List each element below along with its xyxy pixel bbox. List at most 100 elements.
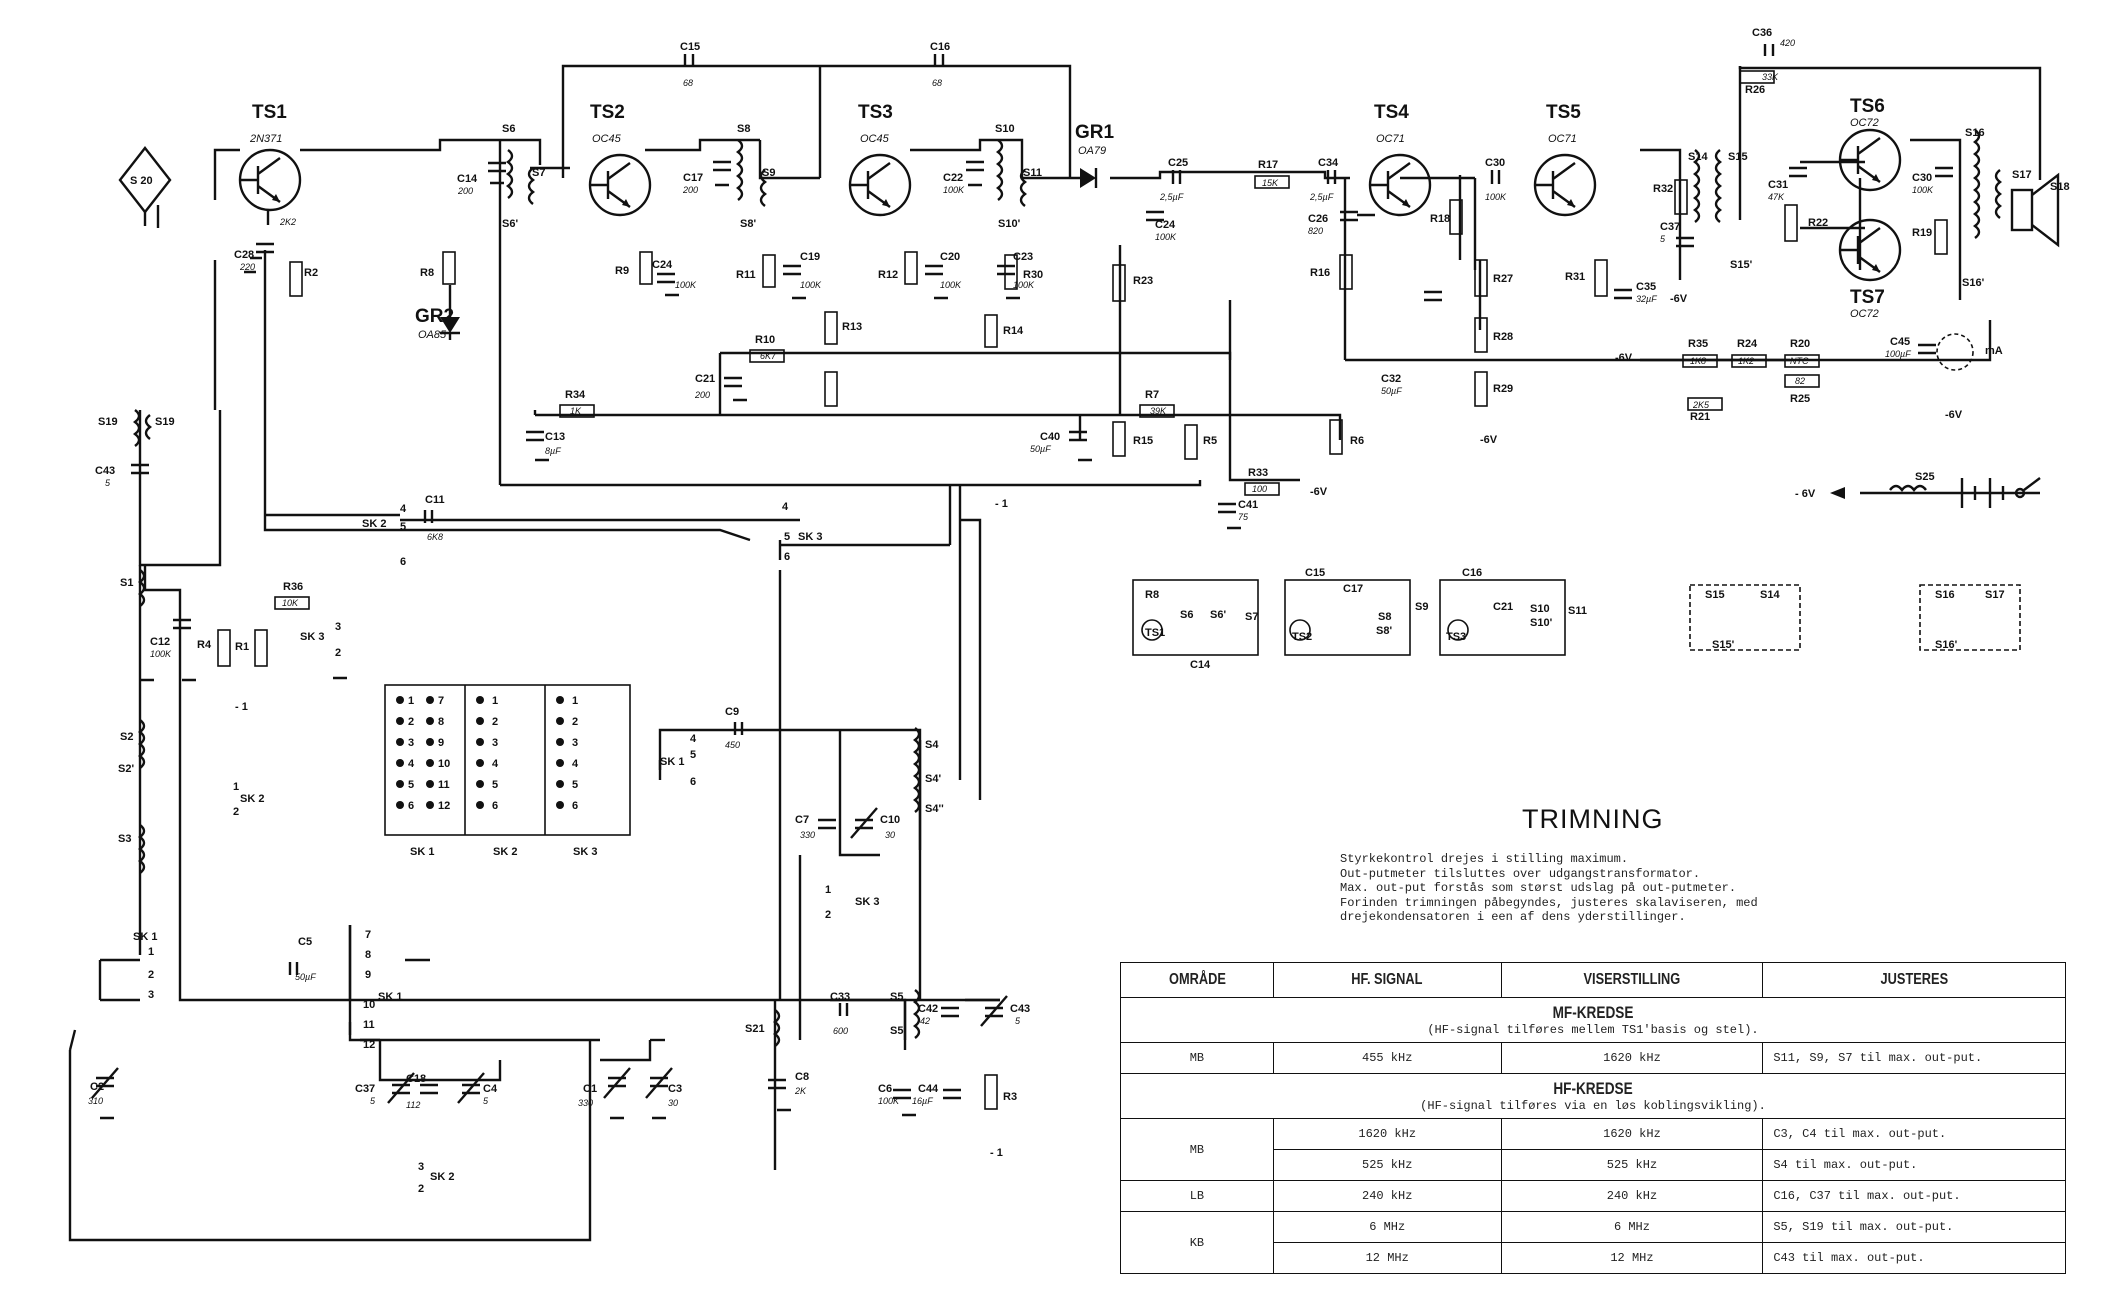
sk1-contact-number: 12 <box>438 800 450 812</box>
table-row: 12 MHz 12 MHz C43 til max. out-put. <box>1121 1242 2066 1274</box>
c40-value: 75 <box>1238 512 1249 522</box>
inset3-s10: S10 <box>1530 603 1550 615</box>
header-omraade: OMRÅDE <box>1135 962 1259 998</box>
sk1-contact-dot <box>426 780 434 788</box>
c27-label: C28 <box>234 249 254 261</box>
sk1-contact-dot <box>426 759 434 767</box>
cell-signal: 12 MHz <box>1272 1242 1502 1274</box>
meter-ma: mA <box>1936 333 2003 371</box>
sk3-contact-dot <box>556 738 564 746</box>
r6-label: R6 <box>1350 435 1364 447</box>
mf-section-title: MF-KREDSE <box>1552 1003 1634 1022</box>
sk2-contact-number: 6 <box>492 800 498 812</box>
inset3-s10p: S10' <box>1530 617 1553 629</box>
sk1-mid-pin-5: 5 <box>690 749 696 761</box>
c20-label: C20 <box>940 251 960 263</box>
c45-value: 100µF <box>1885 349 1911 359</box>
c11-label: C11 <box>425 494 445 506</box>
cell-viser: 240 kHz <box>1500 1180 1764 1212</box>
gr2-type: OA85 <box>418 329 447 341</box>
r33-value: 100 <box>1252 484 1267 494</box>
c33-label: C33 <box>830 991 850 1003</box>
coil-s21: S21 <box>745 1023 765 1035</box>
antenna-s20: S 20 <box>118 146 172 228</box>
sk1-contact-number: 6 <box>408 800 414 812</box>
sk1-pin-11: 11 <box>363 1019 375 1031</box>
sk2-bottom-pin-2: 2 <box>418 1183 424 1195</box>
ts5-type: OC71 <box>1548 133 1577 145</box>
c31-value: 47K <box>1768 192 1785 202</box>
table-row: LB 240 kHz 240 kHz C16, C37 til max. out… <box>1120 1180 2066 1212</box>
r24-value: 1K2 <box>1738 356 1754 366</box>
c11-value: 6K8 <box>427 532 443 542</box>
cell-omraade: MB <box>1120 1118 1274 1181</box>
r2-value: 2K2 <box>279 217 296 227</box>
coil-s19b: S19 <box>155 416 175 428</box>
sk1-contact-number: 7 <box>438 695 444 707</box>
antenna-label: S 20 <box>130 175 153 187</box>
c16-value: 68 <box>932 78 942 88</box>
sk1-contact-dot <box>396 759 404 767</box>
r31-label: R31 <box>1565 271 1585 283</box>
sk3-contact-number: 4 <box>572 758 579 770</box>
inset5-s16p: S16' <box>1935 639 1958 651</box>
r25-value: 82 <box>1795 376 1805 386</box>
c43-label: C43 <box>1010 1003 1030 1015</box>
c9-value: 450 <box>725 740 740 750</box>
r34-label: R34 <box>565 389 586 401</box>
coil-s2: S2 <box>120 731 133 743</box>
sk2-bottom-name: SK 2 <box>430 1171 454 1183</box>
c28-value: 820 <box>1308 226 1323 236</box>
sk2-mid-pin-1: 1 <box>233 781 239 793</box>
c2-label: C2 <box>90 1081 104 1093</box>
c1-label: C1 <box>583 1083 597 1095</box>
inset4-s15: S15 <box>1705 589 1725 601</box>
sk1-contact-dot <box>396 738 404 746</box>
c3-value: 30 <box>668 1098 678 1108</box>
ts1-type: 2N371 <box>249 133 282 145</box>
sk1-contact-dot <box>396 717 404 725</box>
inset2-c17: C17 <box>1343 583 1363 595</box>
sk2-contact-number: 4 <box>492 758 499 770</box>
header-hf-signal: HF. SIGNAL <box>1295 962 1479 998</box>
label-minus-6v-c38: -6V <box>1670 293 1688 305</box>
coil-s16p: S16' <box>1962 277 1985 289</box>
coils <box>133 129 2002 1047</box>
sk3-contact-number: 6 <box>572 800 578 812</box>
r32-label: R32 <box>1653 183 1673 195</box>
sk1-contact-dot <box>426 738 434 746</box>
sk3-pin-6: 6 <box>784 551 790 563</box>
table-row: MB 1620 kHz 1620 kHz C3, C4 til max. out… <box>1120 1118 2066 1181</box>
capacitor-labels: C15 68 C16 68 C36 420 C25 2,5µF C34 2,5µ… <box>88 27 1934 1110</box>
label-minus-1-top: - 1 <box>995 498 1008 510</box>
cell-justeres: S5, S19 til max. out-put. <box>1762 1211 2066 1243</box>
r7-value: 39K <box>1150 406 1167 416</box>
c13-value: 8µF <box>545 446 561 456</box>
r30-label: R30 <box>1023 269 1043 281</box>
c26-value: 100K <box>1155 232 1177 242</box>
sk1-pin-3: 3 <box>148 989 154 1001</box>
sk1-contact-number: 5 <box>408 779 414 791</box>
sk3-contact-number: 1 <box>572 695 578 707</box>
transistor-ts3 <box>848 153 912 217</box>
inset3-c16: C16 <box>1462 567 1482 579</box>
table-row: MB 455 kHz 1620 kHz S11, S9, S7 til max.… <box>1120 1042 2066 1074</box>
r36-label: R36 <box>283 581 303 593</box>
c32-label: C32 <box>1381 373 1401 385</box>
r23-label: R23 <box>1133 275 1153 287</box>
inset5-s16: S16 <box>1935 589 1955 601</box>
c22-value: 200 <box>694 390 710 400</box>
sk1-contact-number: 4 <box>408 758 415 770</box>
r26-label: R26 <box>1745 84 1765 96</box>
ts4-label: TS4 <box>1374 102 1409 123</box>
coil-s5p: S5' <box>890 1025 906 1037</box>
r8-label: R8 <box>420 267 434 279</box>
sk2-contact-dot <box>476 780 484 788</box>
r20-value: NTC <box>1790 356 1809 366</box>
r33-label: R33 <box>1248 467 1268 479</box>
label-minus-6v-bias: -6V <box>1615 352 1633 364</box>
ts6-label: TS6 <box>1850 96 1885 117</box>
trimming-note: Styrkekontrol drejes i stilling maximum. <box>1340 852 1629 866</box>
sk3-mid-pin-3: 3 <box>335 621 341 633</box>
speaker-s18: S18 <box>2010 172 2070 248</box>
